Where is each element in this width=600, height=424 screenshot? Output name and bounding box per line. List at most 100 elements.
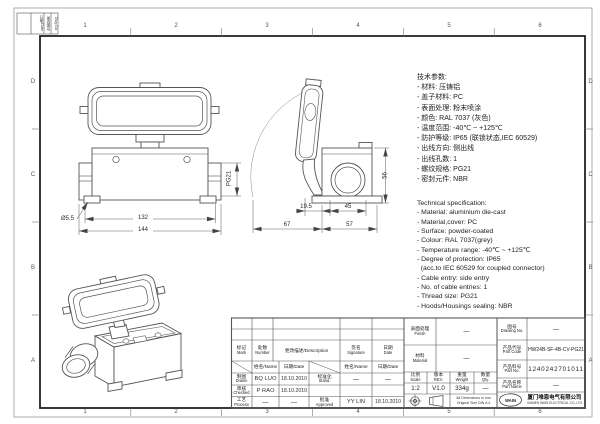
tb-standardized-label: 标准化 Stand. (309, 373, 340, 385)
tb-weight-en: Weight (455, 376, 469, 382)
zone-col: 2 (174, 409, 178, 415)
spec-line: - Material: aluminium die-cast (417, 209, 506, 217)
tb-signature-en: Signature (347, 349, 365, 355)
dim-front-outer-width: 144 (133, 227, 153, 234)
spec-line: - No. of cable entries: 1 (417, 284, 488, 292)
tb-rev-label: 版本 REV. (427, 372, 450, 383)
dim-open-depth: 67 (283, 221, 291, 228)
tb-approved-cn: 批准 (319, 397, 330, 402)
dimension-lines (76, 147, 389, 235)
tb-drawing-no-en: Drawing No. (500, 328, 524, 334)
tb-date-subheader: 日期/Date (377, 364, 399, 370)
tb-part-no-cn: 产品料号 (502, 363, 522, 369)
tb-approved-label: 批准 Approved (309, 397, 340, 409)
tb-weight-value: 334g (455, 385, 469, 392)
zone-col: 6 (538, 23, 542, 29)
tb-process-cn: 工艺 (236, 397, 247, 402)
dim-thread-size: PG21 (226, 170, 233, 187)
company-block: 厦门唯恩电气有限公司 XIAMEN WAIN ELECTRICAL CO.,LT… (524, 392, 585, 408)
tb-name-subheader: 姓名/Name (253, 364, 278, 370)
zone-col: 2 (174, 23, 178, 29)
wain-logo-oval (499, 393, 522, 407)
tb-material-en: Material (412, 357, 428, 363)
zone-col: 4 (356, 23, 360, 29)
tb-approved-date: 18.10.2010 (375, 399, 401, 406)
tb-part-no-en: Part No. (504, 368, 520, 374)
zone-row: C (588, 172, 593, 178)
tb-scale-cn: 比例 (410, 372, 421, 378)
dim-side-height: 56 (382, 172, 388, 179)
tb-finish-label: 表面处理 Finish (404, 318, 436, 345)
zone-row: D (588, 79, 593, 85)
tb-part-name-label: 产品名称 Part Name (497, 378, 527, 392)
zone-col: 1 (83, 23, 87, 29)
tb-drawn-name: BQ LUO (254, 376, 277, 382)
tb-rev-en: REV. (433, 376, 444, 382)
corner-dwg-label-en: Dwg Da (54, 16, 58, 31)
iso-view (61, 274, 183, 393)
tb-name-subheader: 姓名/Name (344, 364, 368, 370)
company-name-en: XIAMEN WAIN ELECTRICAL CO.,LTD (527, 401, 582, 406)
dim-front-inner-width: 132 (133, 215, 153, 222)
tb-checked-label: 审核 Checked (231, 385, 252, 397)
tb-mark-en: Mark (236, 349, 247, 355)
spec-line: - Material,cover: PC (417, 218, 478, 226)
tb-number-header: 处数 Number (252, 340, 273, 361)
tb-finish-value: — (463, 328, 470, 335)
zone-row: A (30, 358, 35, 364)
spec-line: - Surface: powder-coated (417, 228, 494, 236)
tb-mark-header: 标记 Mark (231, 340, 252, 361)
tb-material-label: 材料 Material (404, 345, 436, 372)
tb-process-name: — (262, 398, 269, 406)
spec-line: - 防护等级: IP65 (联锁状态,IEC 60529) (417, 135, 538, 143)
zone-col: 1 (83, 409, 87, 415)
tb-rev-value: V1.0 (432, 385, 445, 392)
spec-line: - 材料: 压铸铝 (417, 84, 461, 92)
tb-date-cn: 日期 (383, 345, 393, 351)
tb-drawn-en: Drawn (235, 378, 248, 384)
tb-part-code-cn: 产品代号 (502, 344, 522, 350)
tb-scale-en: Scale (410, 376, 421, 382)
spec-line: - Thread size: PG21 (417, 293, 478, 301)
zone-row: D (30, 79, 36, 85)
zone-row: B (30, 265, 35, 271)
dim-mount-hole: Ø5.5 (60, 216, 74, 222)
tb-dimension-note: All Dimensions in mm Original Size DIN A… (450, 394, 497, 408)
zone-col: 3 (265, 23, 269, 29)
spec-line: - Degree of protection: IP65 (417, 256, 501, 264)
tb-part-name-cn: 产品名称 (502, 379, 522, 385)
tb-scale-label: 比例 Scale (404, 372, 427, 383)
dim-hinge-offset: 19.5 (300, 203, 312, 210)
zone-col: 3 (265, 409, 269, 415)
spec-line: - 盖子材料: PC (417, 94, 463, 102)
spec-line: - Colour: RAL 7037(grey) (417, 237, 493, 245)
tb-approved-name: YY LIN (346, 399, 366, 406)
spec-line: - 颜色: RAL 7037 (灰色) (417, 114, 491, 122)
spec-line: - 温度范围: -40℃ ~ +125℃ (417, 125, 503, 133)
spec-line: - 密封元件: NBR (417, 176, 468, 184)
tb-number-cn: 处数 (257, 345, 268, 351)
corner-dwg-label-cn: 更改图号 (47, 16, 51, 31)
tb-date-subheader: 日期/Date (283, 364, 305, 370)
tb-checked-cn: 审核 (236, 385, 247, 391)
zone-col: 5 (447, 409, 451, 415)
tb-rev-cn: 版本 (433, 372, 444, 378)
tb-drawing-no-value: — (552, 325, 560, 333)
tb-signature-header: 签名 Signature (340, 340, 372, 361)
tb-number-en: Number (255, 349, 270, 355)
tb-drawn-cn: 制图 (236, 373, 247, 379)
tb-checked-date: 18.10.2010 (281, 387, 307, 394)
tb-process-label: 工艺 Process (231, 397, 252, 409)
dim-entry-width: 45 (344, 203, 352, 210)
tb-part-no-label: 产品料号 Part No. (497, 360, 527, 378)
tb-approved-en: Approved (315, 401, 334, 407)
tb-date-header: 日期 Date (372, 340, 404, 361)
tb-mark-cn: 标记 (236, 345, 247, 351)
tech-spec-cn: 技术参数: - 材料: 压铸铝 - 盖子材料: PC - 表面处理: 粉末喷涂 … (417, 73, 537, 185)
spec-line: (acc.to IEC 60529 for coupled connector) (417, 265, 545, 273)
tb-note-line1: All Dimensions in mm (456, 396, 491, 401)
tb-signature-cn: 签名 (351, 345, 361, 351)
tb-drawn-date: 18.10.2010 (281, 376, 307, 382)
tb-qty-cn: 数量 (480, 372, 491, 378)
zone-row: A (588, 358, 593, 364)
